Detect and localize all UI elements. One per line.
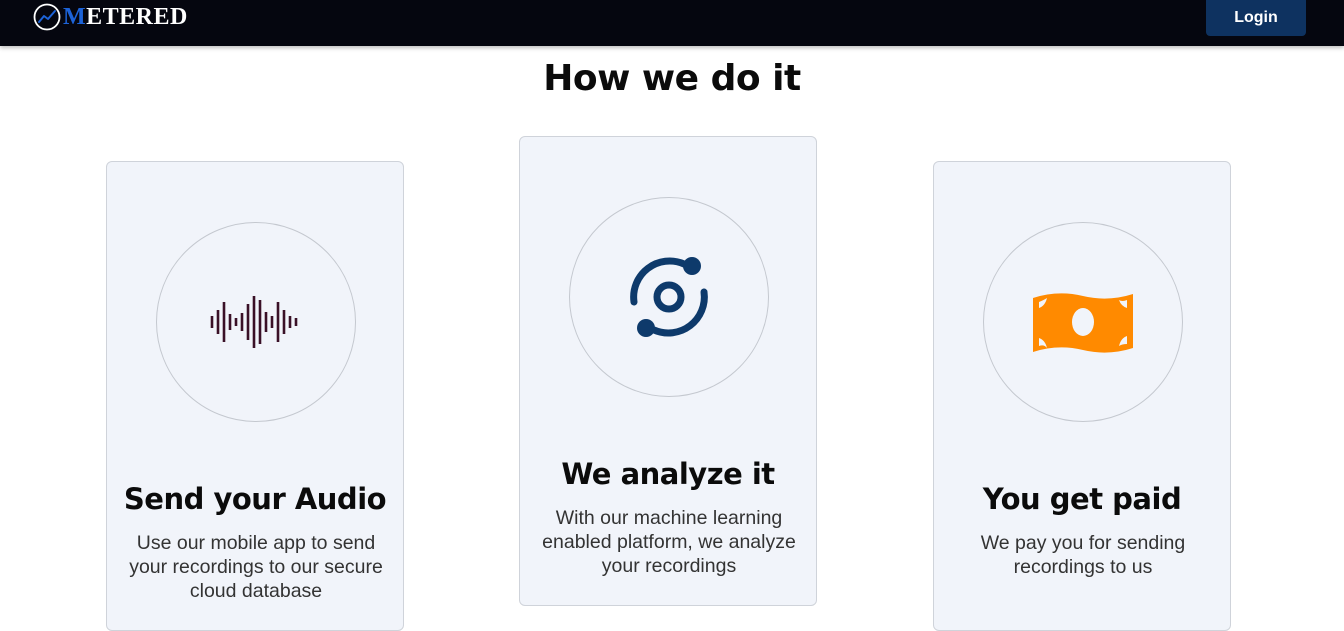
icon-circle (156, 222, 356, 422)
step-title: Send your Audio (123, 482, 387, 516)
brand-rest: ETERED (86, 4, 188, 30)
brand-logo[interactable]: METERED (32, 3, 188, 31)
sound-wave-icon (210, 296, 298, 348)
brand-first-letter: M (63, 4, 87, 30)
step-title: We analyze it (561, 457, 775, 491)
step-card-send-audio: Send your Audio Use our mobile app to se… (106, 161, 404, 631)
step-card-analyze: We analyze it With our machine learning … (519, 136, 817, 606)
step-title: You get paid (982, 482, 1182, 516)
money-bill-icon (1033, 293, 1133, 353)
brand-name: METERED (63, 4, 188, 30)
step-card-get-paid: You get paid We pay you for sending reco… (933, 161, 1231, 631)
icon-circle (983, 222, 1183, 422)
analyze-orbit-icon (630, 257, 708, 337)
step-description: Use our mobile app to send your recordin… (129, 532, 383, 602)
navbar: METERED Login (0, 0, 1344, 46)
step-description: With our machine learning enabled platfo… (542, 507, 796, 577)
section-title: How we do it (543, 58, 801, 99)
trend-chart-icon (33, 3, 61, 31)
icon-circle (569, 197, 769, 397)
login-button[interactable]: Login (1206, 0, 1306, 36)
step-description: We pay you for sending recordings to us (980, 532, 1186, 578)
